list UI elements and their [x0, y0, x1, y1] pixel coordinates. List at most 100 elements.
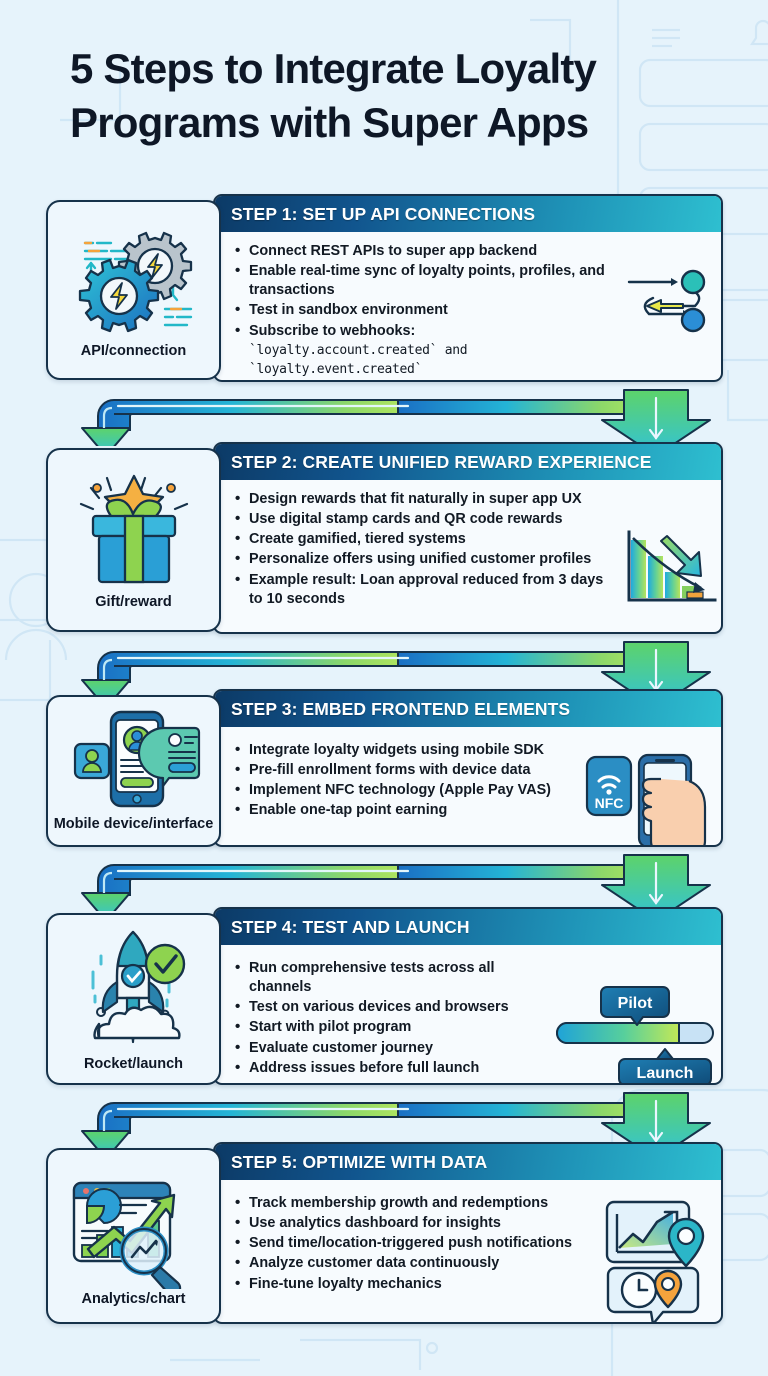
declining-bar-chart-art [627, 530, 717, 602]
nfc-label: NFC [595, 795, 624, 811]
pilot-badge-label: Pilot [618, 995, 653, 1012]
bullet-text: Example result: Loan approval reduced fr… [249, 571, 604, 607]
step-2-icon-card[interactable]: Gift/reward [46, 448, 221, 632]
step-2-content-card: STEP 2: CREATE UNIFIED REWARD EXPERIENCE… [213, 442, 723, 634]
bullet-text: Connect REST APIs to super app backend [249, 243, 538, 259]
step-3-body: Integrate loyalty widgets using mobile S… [215, 727, 721, 845]
list-item: Connect REST APIs to super app backend [233, 241, 611, 261]
page-title: 5 Steps to Integrate Loyalty Programs wi… [70, 45, 597, 146]
step-4-icon-card[interactable]: Rocket/launch [46, 913, 221, 1085]
list-item: Integrate loyalty widgets using mobile S… [233, 740, 579, 760]
bullet-text: Fine-tune loyalty mechanics [249, 1275, 442, 1292]
step-1-icon-caption: API/connection [80, 343, 187, 359]
step-2-bullet-list: Design rewards that fit naturally in sup… [233, 489, 613, 609]
bullet-text: Create gamified, tiered systems [249, 531, 466, 548]
list-item: Run comprehensive tests across all chann… [233, 958, 545, 997]
list-item: Fine-tune loyalty mechanics [233, 1274, 597, 1294]
step-2-header: STEP 2: CREATE UNIFIED REWARD EXPERIENCE [215, 444, 721, 480]
pilot-launch-progress-art: Pilot Launch [556, 986, 714, 1083]
bullet-text: Evaluate customer journey [249, 1039, 433, 1056]
step-5-bullet-list: Track membership growth and redemptions … [233, 1193, 597, 1294]
step-3: Mobile device/interface STEP 3: EMBED FR… [46, 689, 723, 851]
list-item: Address issues before full launch [233, 1058, 545, 1078]
bullet-text: Test in sandbox environment [249, 302, 448, 319]
mobile-device-interface-icon [73, 710, 200, 808]
bullet-text: Analyze customer data continuously [249, 1255, 500, 1272]
bullet-text: Run comprehensive tests across all chann… [249, 960, 495, 996]
step-5-body: Track membership growth and redemptions … [215, 1180, 721, 1322]
step-4-body: Run comprehensive tests across all chann… [215, 945, 721, 1083]
bullet-text: Test on various devices and browsers [249, 999, 509, 1016]
webhook-code-line: `loyalty.account.created` and `loyalty.e… [249, 342, 468, 377]
gift-reward-icon [79, 474, 188, 584]
bullet-text: Send time/location-triggered push notifi… [249, 1235, 573, 1252]
api-flow-arrows-art [627, 269, 706, 333]
nfc-phone-tap-art: NFC N [585, 753, 707, 845]
pilot-badge: Pilot [600, 986, 670, 1026]
list-item: Design rewards that fit naturally in sup… [233, 489, 613, 509]
step-1-header: STEP 1: SET UP API CONNECTIONS [215, 196, 721, 232]
bullet-text: Integrate loyalty widgets using mobile S… [249, 742, 545, 758]
step-3-bullet-list: Integrate loyalty widgets using mobile S… [233, 740, 579, 821]
step-4-icon-caption: Rocket/launch [83, 1056, 184, 1072]
step-1: API/connection STEP 1: SET UP API CONNEC… [46, 194, 723, 386]
step-3-icon-caption: Mobile device/interface [53, 816, 214, 832]
connector-step4-to-step5 [81, 1092, 711, 1149]
api-connection-icon [78, 231, 192, 333]
step-5-header-text: STEP 5: OPTIMIZE WITH DATA [231, 1151, 488, 1172]
step-4-bullet-list: Run comprehensive tests across all chann… [233, 958, 545, 1078]
list-item: Test in sandbox environment [233, 300, 611, 320]
step-5: Analytics/chart STEP 5: OPTIMIZE WITH DA… [46, 1142, 723, 1328]
bullet-text: Address issues before full launch [249, 1059, 480, 1076]
bullet-text: Pre-fill enrollment forms with device da… [249, 762, 531, 779]
list-item: Implement NFC technology (Apple Pay VAS) [233, 780, 579, 800]
list-item: Enable real-time sync of loyalty points,… [233, 261, 611, 300]
bullet-text: Use analytics dashboard for insights [249, 1215, 501, 1232]
step-1-icon-card[interactable]: API/connection [46, 200, 221, 380]
launch-badge-label: Launch [637, 1065, 694, 1082]
list-item: Example result: Loan approval reduced fr… [233, 570, 613, 609]
list-item: Create gamified, tiered systems [233, 529, 613, 549]
list-item: Use analytics dashboard for insights [233, 1213, 597, 1233]
step-3-icon-card[interactable]: Mobile device/interface [46, 695, 221, 847]
step-4-header-text: STEP 4: TEST AND LAUNCH [231, 916, 470, 937]
bullet-text: Use digital stamp cards and QR code rewa… [249, 511, 563, 528]
bullet-text: Track membership growth and redemptions [249, 1195, 549, 1211]
list-item: Analyze customer data continuously [233, 1253, 597, 1273]
step-5-header: STEP 5: OPTIMIZE WITH DATA [215, 1144, 721, 1180]
list-item: Personalize offers using unified custome… [233, 549, 613, 569]
bullet-text: Enable one-tap point earning [249, 802, 448, 819]
step-1-body: Connect REST APIs to super app backend E… [215, 232, 721, 380]
connector-step1-to-step2 [81, 389, 711, 446]
step-4-header: STEP 4: TEST AND LAUNCH [215, 909, 721, 945]
step-3-content-card: STEP 3: EMBED FRONTEND ELEMENTS Integrat… [213, 689, 723, 847]
bullet-text: Start with pilot program [249, 1019, 412, 1036]
bullet-text: Personalize offers using unified custome… [249, 551, 592, 568]
bullet-text: Design rewards that fit naturally in sup… [249, 491, 582, 507]
list-item: Send time/location-triggered push notifi… [233, 1233, 597, 1253]
list-item: Use digital stamp cards and QR code rewa… [233, 509, 613, 529]
step-5-icon-card[interactable]: Analytics/chart [46, 1148, 221, 1324]
step-3-header-text: STEP 3: EMBED FRONTEND ELEMENTS [231, 698, 571, 719]
connector-step3-to-step4 [81, 854, 711, 911]
bullet-text: Subscribe to webhooks: [249, 322, 416, 339]
launch-badge: Launch [618, 1048, 712, 1083]
bullet-text: Implement NFC technology (Apple Pay VAS) [249, 782, 551, 799]
list-item: Track membership growth and redemptions [233, 1193, 597, 1213]
step-1-content-card: STEP 1: SET UP API CONNECTIONS Connect R… [213, 194, 723, 382]
step-2-icon-caption: Gift/reward [95, 594, 172, 610]
rocket-launch-icon [91, 930, 185, 1044]
step-2-body: Design rewards that fit naturally in sup… [215, 480, 721, 620]
list-item: Enable one-tap point earning [233, 800, 579, 820]
analytics-chart-icon [72, 1181, 181, 1289]
step-2-header-text: STEP 2: CREATE UNIFIED REWARD EXPERIENCE [231, 451, 652, 472]
step-4: Rocket/launch STEP 4: TEST AND LAUNCH Ru… [46, 907, 723, 1089]
list-item: Subscribe to webhooks: `loyalty.account.… [233, 321, 611, 379]
bullet-text: Enable real-time sync of loyalty points,… [249, 263, 605, 299]
step-2: Gift/reward STEP 2: CREATE UNIFIED REWAR… [46, 442, 723, 638]
list-item: Pre-fill enrollment forms with device da… [233, 760, 579, 780]
step-4-content-card: STEP 4: TEST AND LAUNCH Run comprehensiv… [213, 907, 723, 1085]
step-5-icon-caption: Analytics/chart [81, 1291, 186, 1307]
step-5-content-card: STEP 5: OPTIMIZE WITH DATA Track members… [213, 1142, 723, 1324]
